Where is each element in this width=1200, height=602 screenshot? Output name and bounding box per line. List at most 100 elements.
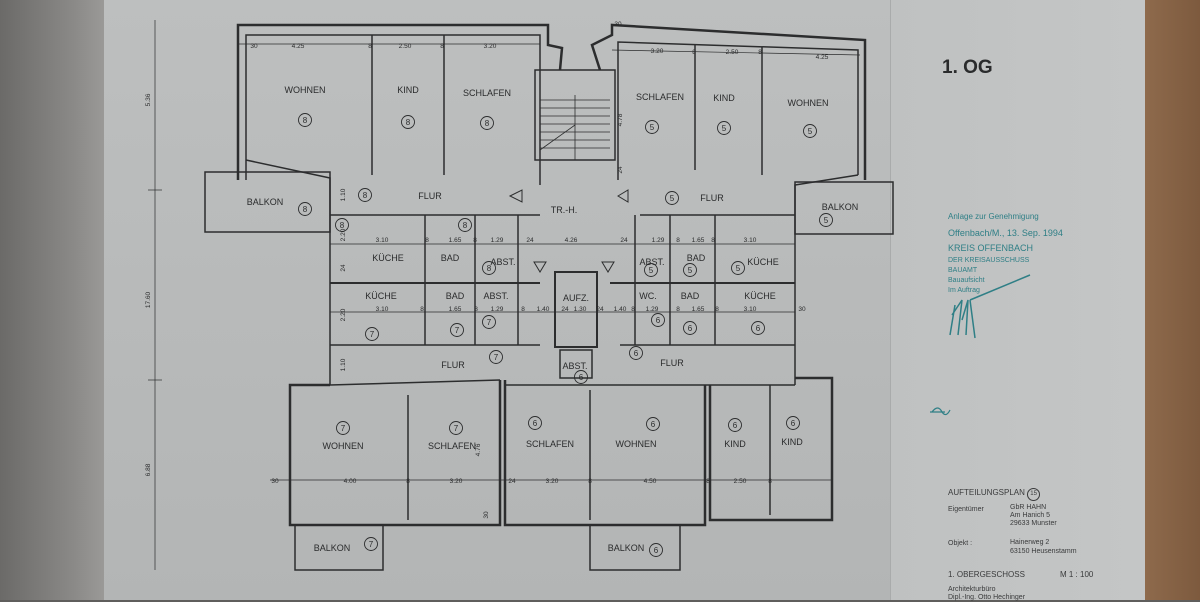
- unit-number-circle: [298, 202, 312, 216]
- unit-number-circle: [489, 350, 503, 364]
- dimension-label: 3.10: [376, 237, 389, 244]
- title-sheet: [890, 0, 1147, 600]
- dimension-label: 1.29: [491, 237, 504, 244]
- room-label: WOHNEN: [616, 439, 657, 449]
- unit-number: 8: [463, 221, 468, 230]
- wall: [708, 376, 834, 522]
- floor-name: 1. OBERGESCHOSS: [948, 570, 1025, 579]
- unit-number-circle: [458, 218, 472, 232]
- unit-number-circle: [480, 116, 494, 130]
- dimension-label: 3.10: [376, 306, 389, 313]
- dimension-label: 1.29: [652, 237, 665, 244]
- dimension-label: 8: [631, 306, 635, 313]
- unit-number-circle: [646, 417, 660, 431]
- object-label: Objekt :: [948, 540, 973, 547]
- dimension-label: 1.40: [537, 306, 550, 313]
- unit-number: 5: [722, 124, 727, 133]
- unit-number: 8: [487, 264, 492, 273]
- dimension-label: 8: [711, 237, 715, 244]
- dimension-label: 2.50: [726, 49, 739, 56]
- dimension-label: 8: [425, 237, 429, 244]
- unit-number-circle: [649, 543, 663, 557]
- unit-number: 7: [370, 330, 375, 339]
- dimension-label: 8: [706, 478, 710, 485]
- unit-number: 7: [487, 318, 492, 327]
- room-label: FLUR: [700, 193, 724, 203]
- dimension-label: 8: [368, 43, 372, 50]
- room-label: BAD: [441, 253, 460, 263]
- dimension-label: 3.10: [744, 237, 757, 244]
- svg-text:DER KREISAUSSCHUSS: DER KREISAUSSCHUSS: [948, 257, 1030, 264]
- room-label: KÜCHE: [372, 253, 404, 263]
- unit-number: 7: [455, 326, 460, 335]
- dimension-label: 8: [768, 478, 772, 485]
- svg-text:BAUAMT: BAUAMT: [948, 267, 978, 274]
- unit-number: 6: [533, 419, 538, 428]
- dimension-label: 3.20: [484, 43, 497, 50]
- dimension-label: 2.20: [340, 228, 347, 241]
- dimension-label: 8: [588, 478, 592, 485]
- unit-number-circle: [358, 188, 372, 202]
- signature: [949, 274, 1031, 339]
- room-label: WOHNEN: [788, 98, 829, 108]
- table-surface: [1145, 0, 1200, 600]
- unit-number: 6: [756, 324, 761, 333]
- dimension-label: 2.50: [734, 478, 747, 485]
- unit-number-circle: [717, 121, 731, 135]
- dimension-label: 3.20: [450, 478, 463, 485]
- unit-number-circle: [803, 124, 817, 138]
- unit-number-circle: [482, 261, 496, 275]
- dimension-label: 24: [620, 237, 628, 244]
- unit-number: 8: [303, 116, 308, 125]
- dimension-label: 30: [798, 306, 806, 313]
- wall: [503, 380, 707, 527]
- unit-number: 6: [634, 349, 639, 358]
- unit-number-circle: [819, 213, 833, 227]
- elevator-shaft: [554, 271, 598, 348]
- room-label: KIND: [724, 439, 746, 449]
- dimension-label: 1.65: [449, 237, 462, 244]
- unit-number: 6: [651, 420, 656, 429]
- dimension-label: 4.50: [644, 478, 657, 485]
- dimension-label: 4.76: [475, 443, 482, 456]
- dimension-label: 8: [474, 306, 478, 313]
- unit-number-circle: [644, 263, 658, 277]
- room-label: KÜCHE: [744, 291, 776, 301]
- dimension-label: 6.88: [145, 463, 152, 476]
- unit-number: 6: [688, 324, 693, 333]
- dimension-label: 1.10: [340, 188, 347, 201]
- dimension-label: 4.25: [292, 43, 305, 50]
- unit-number: 7: [454, 424, 459, 433]
- stairs: [539, 95, 610, 160]
- room-label: KIND: [713, 93, 735, 103]
- unit-number-circle: [651, 313, 665, 327]
- unit-number-circle: [786, 416, 800, 430]
- room-label: BAD: [681, 291, 700, 301]
- svg-text:KREIS OFFENBACH: KREIS OFFENBACH: [948, 243, 1033, 253]
- dimension-label: 8: [420, 306, 424, 313]
- room-label: ABST.: [483, 291, 508, 301]
- dimension-label: 4.25: [816, 54, 829, 61]
- unit-number: 5: [649, 266, 654, 275]
- unit-number: 5: [650, 123, 655, 132]
- dimension-label: 2.20: [340, 308, 347, 321]
- balcony-8: [204, 171, 331, 233]
- room-label: BALKON: [314, 543, 351, 553]
- wall: [288, 380, 502, 527]
- room-label: SCHLAFEN: [428, 441, 476, 451]
- unit-number-circle: [335, 218, 349, 232]
- dimension-label: 24: [508, 478, 516, 485]
- owner-label: Eigentümer: [948, 506, 984, 513]
- unit-number: 8: [303, 205, 308, 214]
- unit-number-circle: [683, 263, 697, 277]
- dimension-label: 8: [676, 237, 680, 244]
- dimension-label: 30: [271, 478, 279, 485]
- dimension-label: 3.10: [744, 306, 757, 313]
- dimension-label: 30: [614, 21, 622, 28]
- svg-text:Im Auftrag: Im Auftrag: [948, 287, 980, 294]
- unit-number-circle: [574, 370, 588, 384]
- unit-number: 7: [494, 353, 499, 362]
